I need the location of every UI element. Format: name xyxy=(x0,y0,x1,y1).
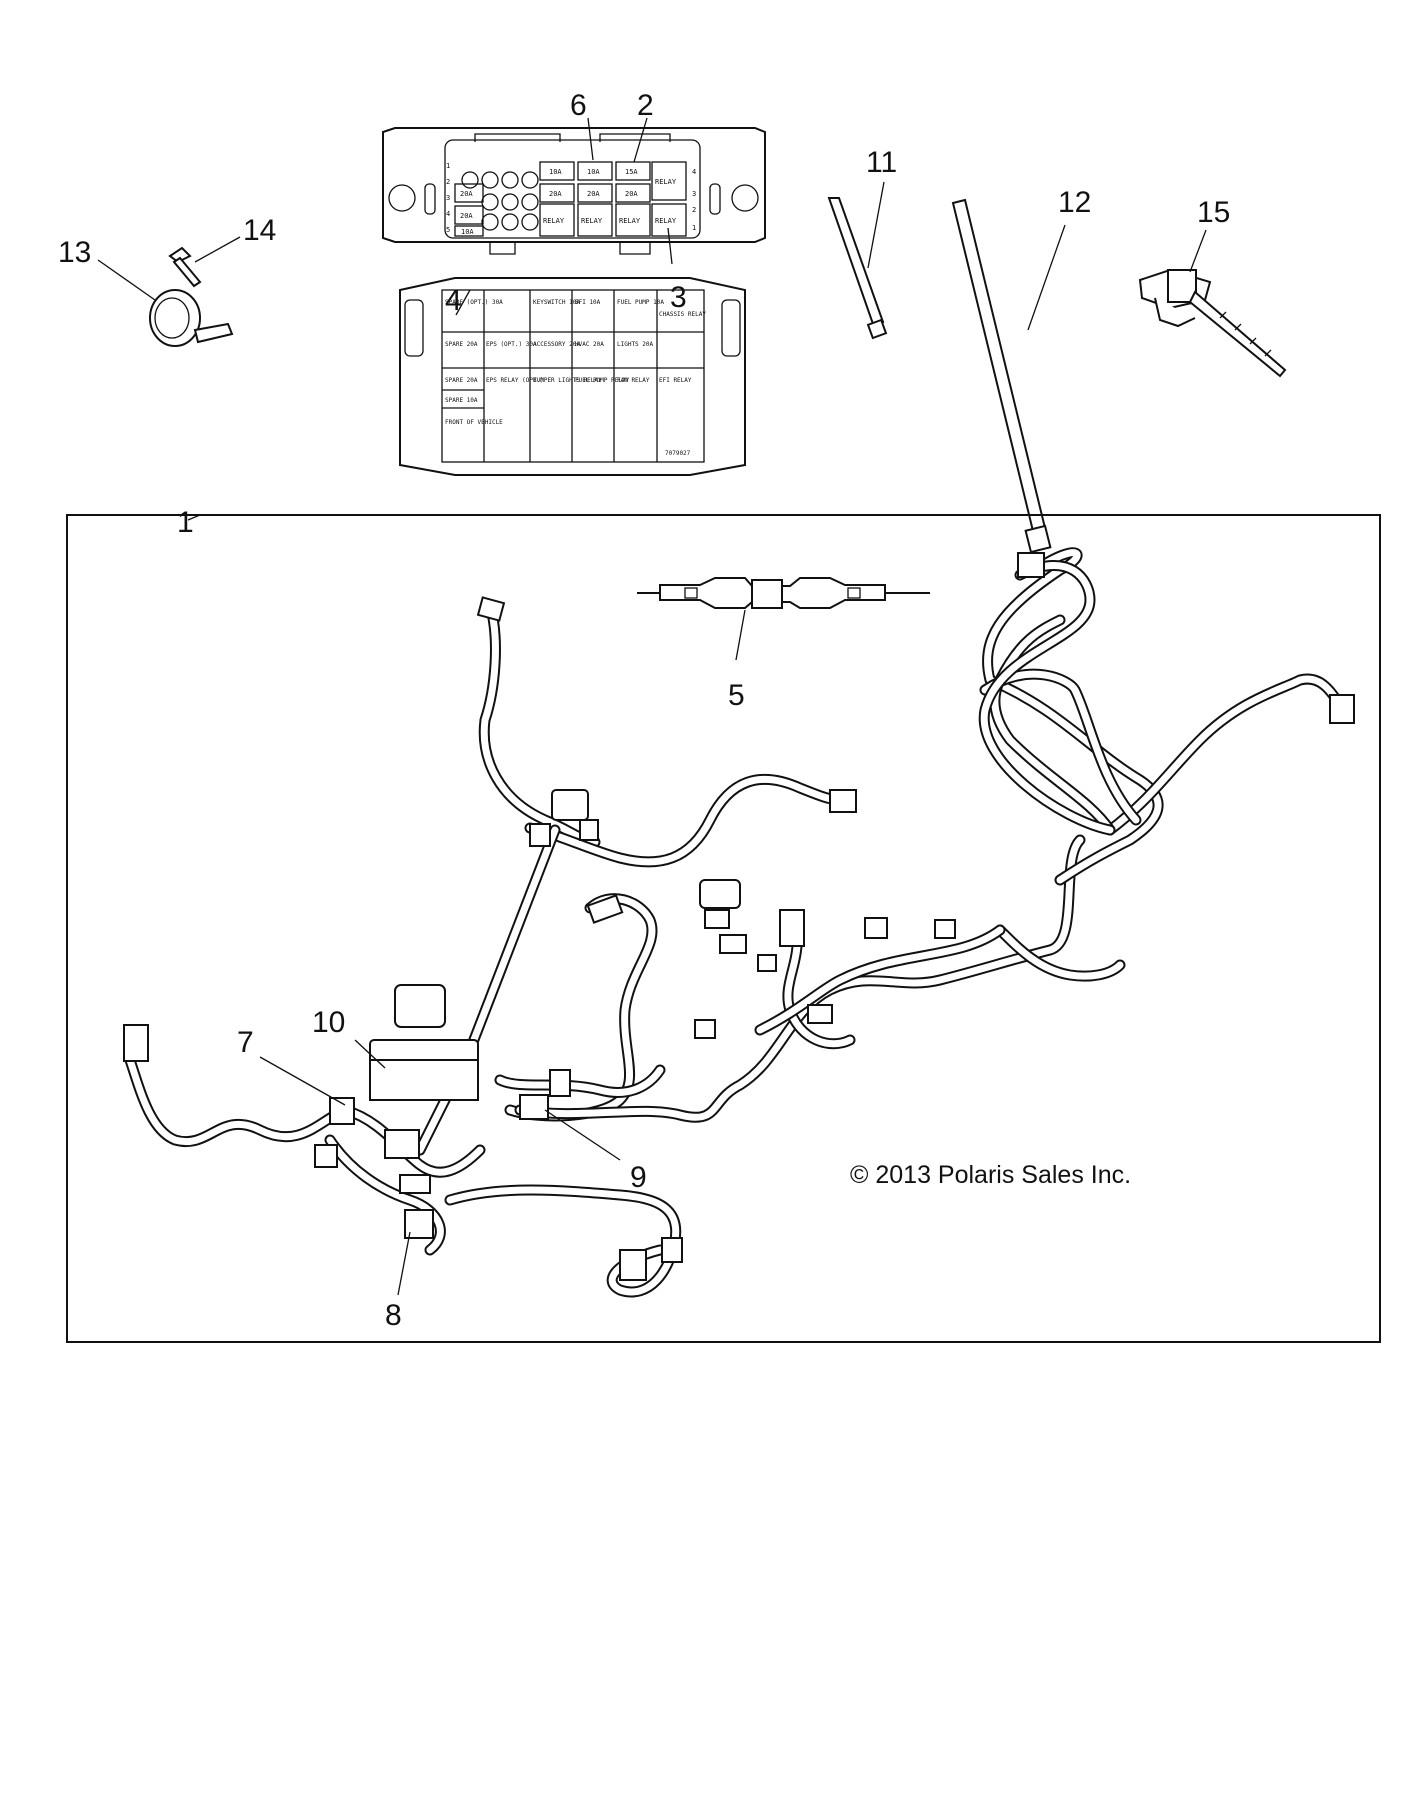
fuse-cover xyxy=(399,277,746,476)
fuse-label: 10A xyxy=(549,168,562,176)
callout-14: 14 xyxy=(243,214,276,247)
fuse-label: 20A xyxy=(460,212,473,220)
fuse-label: 20A xyxy=(587,190,600,198)
fuse-box-cell-labels: 10A 10A 15A RELAY 20A 20A 20A 20A 20A 10… xyxy=(446,162,696,236)
callout-4: 4 xyxy=(445,284,462,317)
cover-cell-label: EPS RELAY (OPT.) xyxy=(486,377,544,384)
cover-part-number: 7079027 xyxy=(665,450,691,457)
cover-cell-label: FUEL PUMP 10A xyxy=(617,299,664,306)
callout-6: 6 xyxy=(570,89,587,122)
fuse-label: 20A xyxy=(460,190,473,198)
cover-cell-label: BUMPER LIGHTS RELAY xyxy=(533,377,602,384)
fuse-cover-labels: SPARE (OPT.) 30A KEYSWITCH 10A EFI 10A F… xyxy=(445,299,706,457)
cover-cell-label: FUEL PUMP RELAY xyxy=(575,377,630,384)
callout-1: 1 xyxy=(177,506,194,539)
cover-cell-label: CHASSIS RELAY xyxy=(659,311,706,318)
relay-label: RELAY xyxy=(655,217,677,225)
cover-cell-label: FAN RELAY xyxy=(617,377,650,384)
relay-label: RELAY xyxy=(619,217,641,225)
callout-labels: 1 2 3 4 5 6 7 8 9 10 11 12 15 13 14 xyxy=(58,89,1230,1332)
cover-cell-label: SPARE 20A xyxy=(445,341,478,348)
row-number: 3 xyxy=(692,190,696,198)
callout-10: 10 xyxy=(312,1006,345,1039)
row-number: 4 xyxy=(446,210,450,218)
cable-tie-short xyxy=(827,197,888,340)
callout-leaders xyxy=(97,117,1207,1296)
row-number: 5 xyxy=(446,226,450,234)
screw xyxy=(168,246,202,288)
callout-13: 15 xyxy=(1197,196,1230,229)
row-number: 1 xyxy=(692,224,696,232)
cover-cell-label: EFI RELAY xyxy=(659,377,692,384)
hose-clamp xyxy=(149,289,234,347)
cover-cell-label: SPARE (OPT.) 30A xyxy=(445,299,503,306)
row-number: 2 xyxy=(446,178,450,186)
cover-cell-label: ACCESSORY 20A xyxy=(533,341,580,348)
edge-clip-tie xyxy=(1138,268,1287,378)
row-number: 3 xyxy=(446,194,450,202)
fuse-box-base xyxy=(382,127,766,255)
fuse-label: 20A xyxy=(625,190,638,198)
callout-2: 2 xyxy=(637,89,654,122)
relay-label: RELAY xyxy=(655,178,677,186)
row-number: 4 xyxy=(692,168,696,176)
relay-label: RELAY xyxy=(581,217,603,225)
fuse-label: 15A xyxy=(625,168,638,176)
cover-cell-label: HVAC 20A xyxy=(575,341,604,348)
row-number: 1 xyxy=(446,162,450,170)
callout-12: 12 xyxy=(1058,186,1091,219)
cover-cell-label: KEYSWITCH 10A xyxy=(533,299,580,306)
copyright-notice: © 2013 Polaris Sales Inc. xyxy=(850,1161,1131,1189)
wiring-harness xyxy=(124,547,1346,1298)
harness-connectors xyxy=(123,552,1355,1281)
callout-9: 9 xyxy=(630,1161,647,1194)
cover-cell-label: EFI 10A xyxy=(575,299,601,306)
cover-cell-label: SPARE 20A xyxy=(445,377,478,384)
cover-cell-label: LIGHTS 20A xyxy=(617,341,654,348)
callout-3: 3 xyxy=(670,281,687,314)
callout-5: 5 xyxy=(728,679,745,712)
cover-cell-label: SPARE 10A xyxy=(445,397,478,404)
relay-label: RELAY xyxy=(543,217,565,225)
callout-7: 7 xyxy=(237,1026,254,1059)
cable-tie-long xyxy=(951,198,1052,554)
fuse-label: 10A xyxy=(587,168,600,176)
callout-8: 8 xyxy=(385,1299,402,1332)
in-line-fuse-holder xyxy=(637,577,930,609)
fuse-label: 10A xyxy=(461,228,474,236)
fuse-label: 20A xyxy=(549,190,562,198)
cover-cell-label: FRONT OF VEHICLE xyxy=(445,419,503,426)
callout-11: 11 xyxy=(866,146,897,179)
row-number: 2 xyxy=(692,206,696,214)
harness-frame xyxy=(66,514,1381,1343)
callout-13: 13 xyxy=(58,236,91,269)
cover-cell-label: EPS (OPT.) 30A xyxy=(486,341,537,348)
